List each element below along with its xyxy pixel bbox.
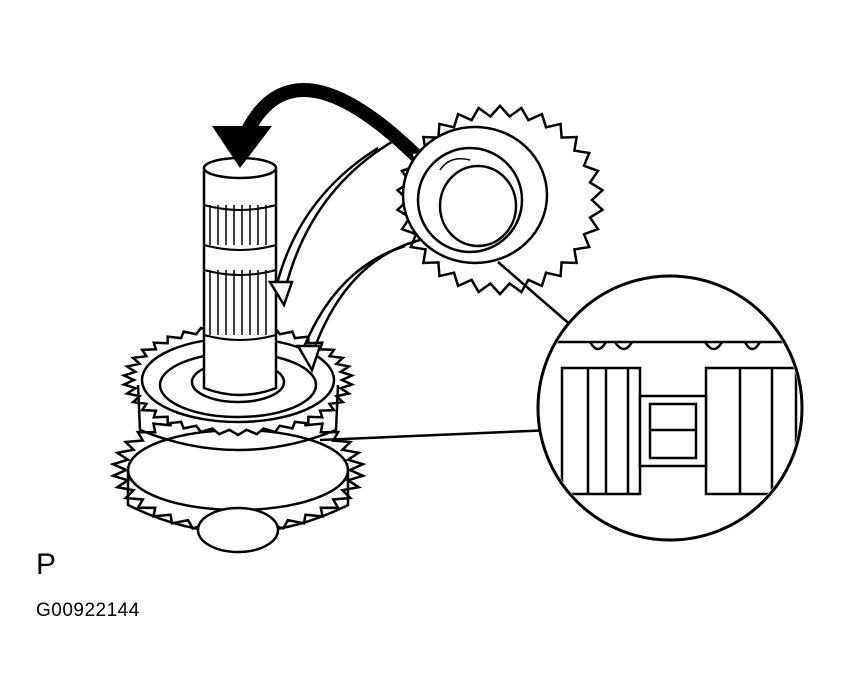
figure-code-label: G00922144 [36, 600, 140, 621]
detached-gear [398, 106, 603, 294]
view-letter-label: P [36, 548, 57, 581]
alignment-arrows [270, 140, 420, 370]
magnified-detail-view [538, 276, 802, 540]
install-direction-arrow [212, 90, 440, 180]
splined-shaft [204, 158, 276, 395]
